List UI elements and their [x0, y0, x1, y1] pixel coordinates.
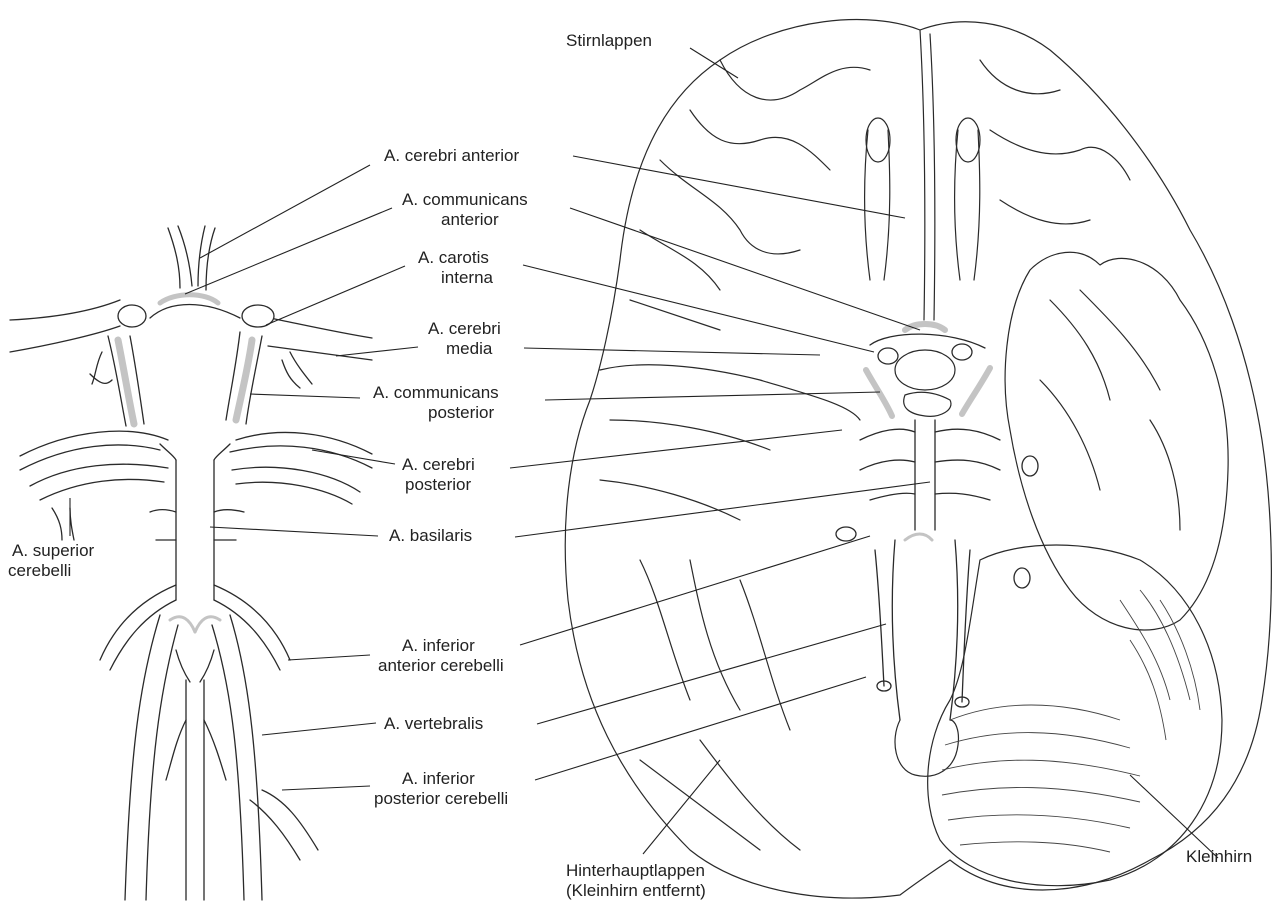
label-inferior-posterior-cerebelli: A. inferior posterior cerebelli	[374, 769, 508, 808]
label-occipital-lobe-line2: (Kleinhirn entfernt)	[566, 881, 706, 900]
label-cerebri-media: A. cerebri media	[428, 319, 505, 358]
label-cerebri-media-line2: media	[446, 339, 493, 358]
label-communicans-posterior-line2: posterior	[428, 403, 494, 422]
brain-base-drawing	[565, 20, 1271, 898]
label-basilaris: A. basilaris	[389, 526, 472, 545]
label-communicans-anterior-line2: anterior	[441, 210, 499, 229]
labels: Stirnlappen A. cerebri anterior A. commu…	[8, 31, 1252, 900]
label-inferior-anterior-cerebelli-line1: A. inferior	[402, 636, 475, 655]
label-communicans-posterior: A. communicans posterior	[373, 383, 503, 422]
label-communicans-posterior-line1: A. communicans	[373, 383, 499, 402]
label-superior-cerebelli-line2: cerebelli	[8, 561, 71, 580]
cerebrum-outline	[565, 20, 1271, 898]
label-cerebri-posterior-line1: A. cerebri	[402, 455, 475, 474]
left-carotid-stump	[118, 305, 146, 327]
label-inferior-anterior-cerebelli: A. inferior anterior cerebelli	[378, 636, 504, 675]
label-inferior-posterior-cerebelli-line2: posterior cerebelli	[374, 789, 508, 808]
label-cerebri-posterior-line2: posterior	[405, 475, 471, 494]
label-carotis-interna-line2: interna	[441, 268, 494, 287]
label-inferior-anterior-cerebelli-line2: anterior cerebelli	[378, 656, 504, 675]
label-cerebellum: Kleinhirn	[1186, 847, 1252, 866]
label-frontal-lobe: Stirnlappen	[566, 31, 652, 50]
label-cerebri-posterior: A. cerebri posterior	[402, 455, 479, 494]
label-communicans-anterior: A. communicans anterior	[402, 190, 532, 229]
label-superior-cerebelli: A. superior cerebelli	[8, 541, 99, 580]
label-cerebri-anterior: A. cerebri anterior	[384, 146, 519, 165]
label-carotis-interna: A. carotis interna	[418, 248, 494, 287]
label-superior-cerebelli-line1: A. superior	[12, 541, 95, 560]
leader-lines	[70, 48, 1218, 858]
label-cerebri-media-line1: A. cerebri	[428, 319, 501, 338]
label-vertebralis: A. vertebralis	[384, 714, 483, 733]
label-occipital-lobe: Hinterhauptlappen (Kleinhirn entfernt)	[566, 861, 710, 900]
label-communicans-anterior-line1: A. communicans	[402, 190, 528, 209]
label-carotis-interna-line1: A. carotis	[418, 248, 489, 267]
label-inferior-posterior-cerebelli-line1: A. inferior	[402, 769, 475, 788]
label-occipital-lobe-line1: Hinterhauptlappen	[566, 861, 705, 880]
